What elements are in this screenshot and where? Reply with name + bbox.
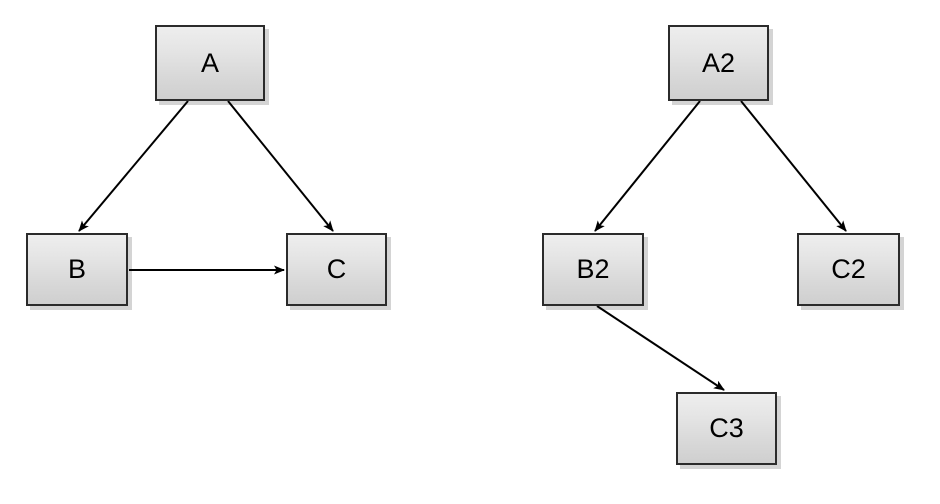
node-b[interactable]: B bbox=[26, 233, 128, 306]
node-c2[interactable]: C2 bbox=[797, 233, 900, 306]
node-label-b2: B2 bbox=[576, 254, 610, 284]
edge-a2-to-b2[interactable] bbox=[594, 100, 701, 232]
node-label-b: B bbox=[67, 254, 86, 284]
node-label-a2: A2 bbox=[701, 47, 736, 78]
node-c[interactable]: C bbox=[286, 233, 387, 306]
node-a2[interactable]: A2 bbox=[668, 25, 769, 101]
node-label-c2: C2 bbox=[831, 254, 866, 284]
node-label-a: A bbox=[200, 47, 219, 78]
node-label-c3: C3 bbox=[709, 413, 744, 443]
edge-a-to-c[interactable] bbox=[227, 100, 334, 232]
node-a[interactable]: A bbox=[155, 25, 265, 101]
edge-a2-to-c2[interactable] bbox=[740, 100, 847, 232]
node-b2[interactable]: B2 bbox=[542, 233, 644, 306]
node-c3[interactable]: C3 bbox=[676, 392, 777, 465]
edge-a-to-b[interactable] bbox=[78, 100, 189, 232]
node-label-c: C bbox=[326, 254, 347, 284]
edge-b2-to-c3[interactable] bbox=[596, 305, 725, 391]
edges-group bbox=[78, 100, 847, 391]
